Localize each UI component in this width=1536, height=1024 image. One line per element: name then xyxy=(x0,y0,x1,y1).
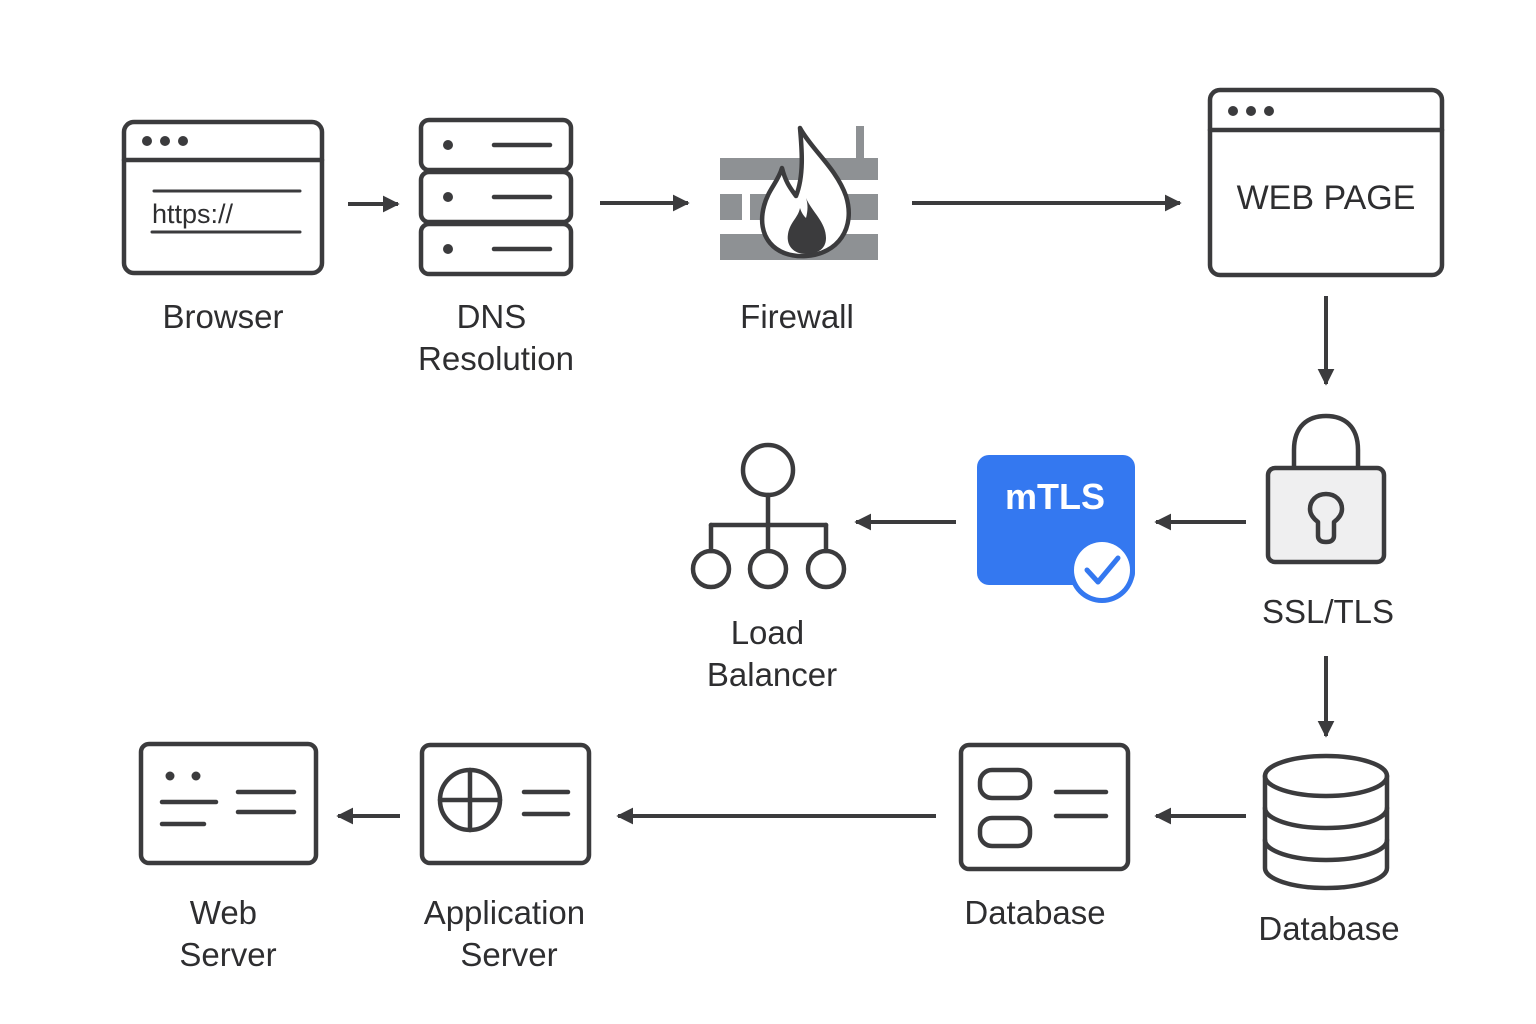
application-server-label: Application Server xyxy=(424,894,595,973)
load-balancer-node: Load Balancer xyxy=(690,442,847,693)
ssl-tls-label: SSL/TLS xyxy=(1262,593,1394,630)
edges xyxy=(336,194,1335,825)
database-panel-label: Database xyxy=(964,894,1105,931)
web-page-window-icon xyxy=(1207,87,1445,278)
browser-window-icon: https:// xyxy=(121,119,325,276)
application-server-icon xyxy=(419,742,592,866)
web-server-icon xyxy=(138,741,319,866)
browser-url-text: https:// xyxy=(152,199,234,229)
dns-node: DNS Resolution xyxy=(418,117,574,377)
database-cylinder-node: Database xyxy=(1258,753,1400,947)
web-page-node: WEB PAGE xyxy=(1207,87,1445,278)
server-stack-icon xyxy=(418,117,574,277)
firewall-node: Firewall xyxy=(720,125,878,335)
checkmark-icon xyxy=(1069,537,1135,603)
application-server-node: Application Server xyxy=(419,742,595,973)
web-page-screen-text: WEB PAGE xyxy=(1237,179,1416,217)
database-panel-icon xyxy=(958,742,1131,872)
web-server-node: Web Server xyxy=(138,741,319,973)
mtls-badge-text: mTLS xyxy=(1005,476,1105,517)
database-cylinder-icon xyxy=(1262,753,1390,891)
firewall-label: Firewall xyxy=(740,298,854,335)
web-server-label: Web Server xyxy=(179,894,276,973)
mtls-node: mTLS xyxy=(977,455,1135,603)
padlock-icon xyxy=(1265,413,1387,565)
hierarchy-icon xyxy=(690,442,847,590)
database-cylinder-label: Database xyxy=(1258,910,1399,947)
dns-label: DNS Resolution xyxy=(418,298,574,377)
flame-icon xyxy=(759,125,851,259)
ssl-tls-node: SSL/TLS xyxy=(1262,413,1394,630)
load-balancer-label: Load Balancer xyxy=(707,614,837,693)
browser-label: Browser xyxy=(162,298,283,335)
database-panel-node: Database xyxy=(958,742,1131,931)
browser-node: https:// Browser xyxy=(121,119,325,335)
